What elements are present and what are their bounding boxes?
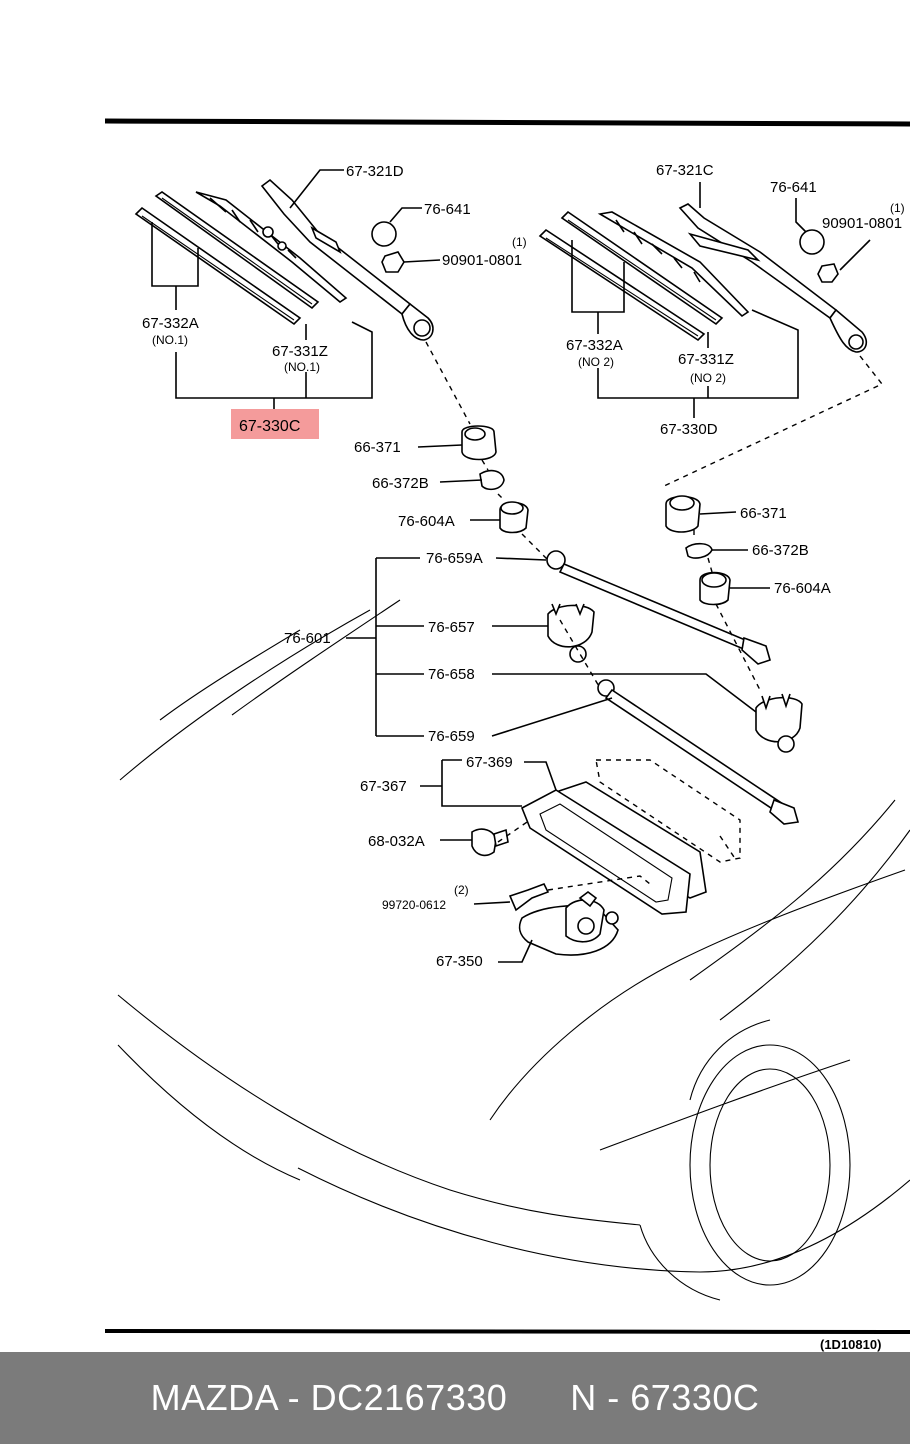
- leader-lines: [151, 169, 871, 963]
- caption-text: MAZDA - DC2167330 N - 67330C: [150, 1377, 760, 1418]
- label-90901-left: 90901-0801: [442, 252, 522, 269]
- wiper-linkage: [546, 550, 803, 825]
- diagram-code: (1D10810): [820, 1337, 881, 1352]
- cover-plate-parts: [471, 759, 741, 915]
- label-no2-right-a: (NO 2): [578, 355, 614, 369]
- label-76-601: 76-601: [284, 630, 331, 647]
- label-67-350: 67-350: [436, 953, 483, 970]
- label-68-032A: 68-032A: [368, 833, 425, 850]
- label-76-604A-left: 76-604A: [398, 513, 455, 530]
- label-66-371-left: 66-371: [354, 439, 401, 456]
- left-wiper-assembly: [134, 178, 434, 341]
- label-67-332A-right: 67-332A: [566, 337, 623, 354]
- label-67-321C: 67-321C: [656, 162, 714, 179]
- caption-bar: MAZDA - DC2167330 N - 67330C: [0, 1352, 910, 1444]
- label-67-330C: 67-330C: [239, 418, 300, 435]
- right-pivot-bushings: [665, 495, 731, 606]
- label-67-321D: 67-321D: [346, 163, 404, 180]
- car-body-outline: [117, 599, 910, 1301]
- label-67-331Z-right: 67-331Z: [678, 351, 734, 368]
- label-no1-left-a: (NO.1): [152, 333, 188, 347]
- label-99720: 99720-0612: [382, 898, 446, 912]
- label-q1-right: (1): [890, 201, 905, 215]
- bottom-rule: [104, 1329, 910, 1334]
- label-q2: (2): [454, 883, 469, 897]
- label-66-372B-left: 66-372B: [372, 475, 429, 492]
- label-67-369: 67-369: [466, 754, 513, 771]
- left-pivot-bushings: [461, 425, 529, 534]
- label-66-371-right: 66-371: [740, 505, 787, 522]
- label-67-330D: 67-330D: [660, 421, 718, 438]
- label-90901-right: 90901-0801: [822, 215, 902, 232]
- label-67-331Z-left: 67-331Z: [272, 343, 328, 360]
- label-76-659: 76-659: [428, 728, 475, 745]
- parts-diagram: 67-321D 76-641 (1) 90901-0801 67-332A (N…: [104, 118, 910, 1352]
- motor-and-bolt: [508, 882, 619, 956]
- label-no2-right-b: (NO 2): [690, 371, 726, 385]
- label-66-372B-right: 66-372B: [752, 542, 809, 559]
- label-q1-left: (1): [512, 235, 527, 249]
- label-67-367: 67-367: [360, 778, 407, 795]
- label-67-332A-left: 67-332A: [142, 315, 199, 332]
- label-no1-left-b: (NO.1): [284, 360, 320, 374]
- label-76-659A: 76-659A: [426, 550, 483, 567]
- right-wiper-assembly: [538, 203, 868, 353]
- part-labels: 67-321D 76-641 (1) 90901-0801 67-332A (N…: [142, 162, 905, 1352]
- highlight-box: [231, 409, 319, 439]
- dashed-guide-lines: [425, 341, 884, 891]
- label-76-604A-right: 76-604A: [774, 580, 831, 597]
- label-76-641-left: 76-641: [424, 201, 471, 218]
- label-76-641-right: 76-641: [770, 179, 817, 196]
- label-76-658: 76-658: [428, 666, 475, 683]
- top-rule: [104, 118, 910, 127]
- cap-nut-parts: [371, 221, 839, 283]
- label-76-657: 76-657: [428, 619, 475, 636]
